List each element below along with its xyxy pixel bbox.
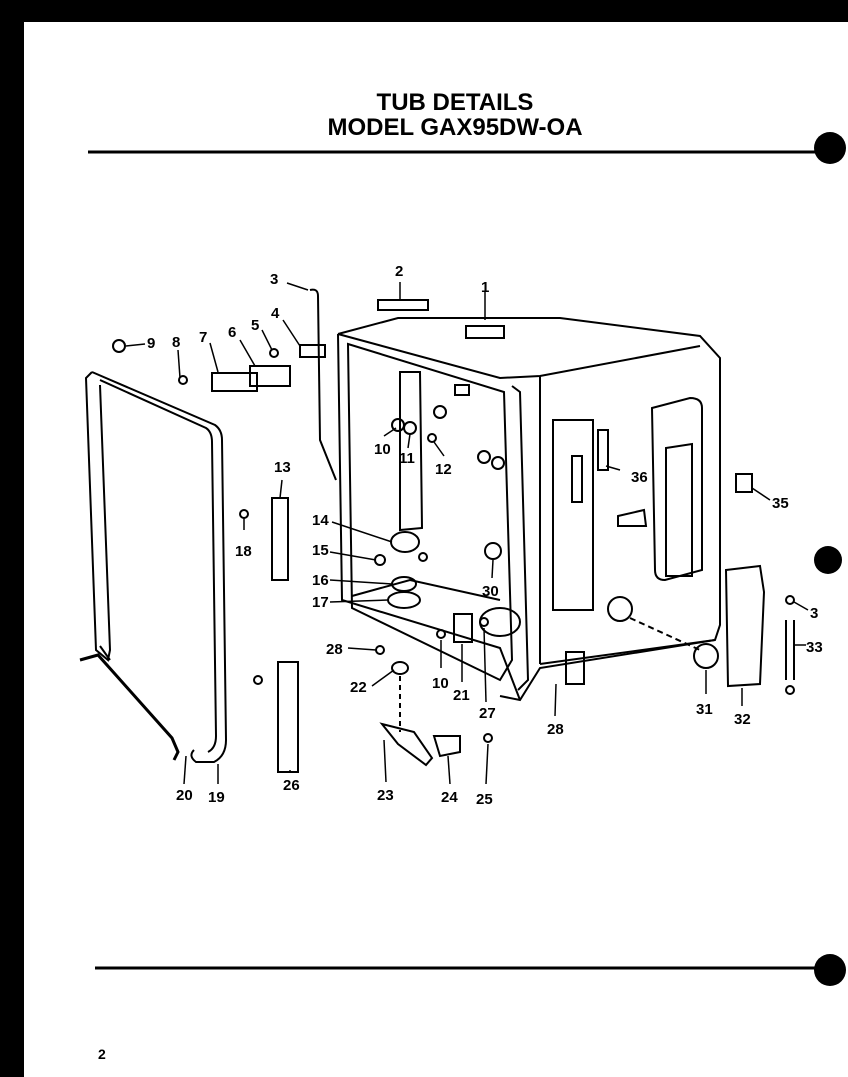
part-label-27: 27 [479,705,496,722]
part-label-25: 25 [476,791,493,808]
part-label-17: 17 [312,594,329,611]
part-label-8: 8 [172,334,180,351]
part-label-21: 21 [453,687,470,704]
binder-hole-top [814,132,846,164]
part-label-5: 5 [251,317,259,334]
part-label-14: 14 [312,512,329,529]
part-label-30: 30 [482,583,499,600]
door-gasket [84,371,228,763]
part-label-12: 12 [435,461,452,478]
part-label-11: 11 [399,450,415,467]
part-label-34: 3 [810,605,818,622]
part-label-35: 35 [772,495,789,512]
part-label-18: 18 [235,543,252,560]
part-label-20: 20 [176,787,193,804]
part-label-19: 19 [208,789,225,806]
part-label-2: 2 [395,263,403,280]
part-labels: 1 2 3 4 5 6 7 8 9 10 11 12 13 14 15 16 1… [147,263,823,808]
binder-hole-bottom [814,954,846,986]
diagram-title: TUB DETAILS [376,89,534,116]
door-rod [79,653,180,761]
part-label-13: 13 [274,459,291,476]
part-label-7: 7 [199,329,207,346]
part-label-32: 32 [734,711,751,728]
part-label-24: 24 [441,789,458,806]
part-label-6: 6 [228,324,236,341]
part-label-22: 22 [350,679,367,696]
part-label-9: 9 [147,335,155,352]
part-label-26: 26 [283,777,300,794]
binder-hole-middle [814,546,842,574]
tub-body [337,317,721,702]
part-label-1: 1 [481,279,489,296]
part-label-10b: 10 [432,675,449,692]
part-label-28a: 28 [326,641,343,658]
hardware-parts [112,288,795,773]
model-title: MODEL GAX95DW-OA [327,114,583,141]
part-label-23: 23 [377,787,394,804]
diagram-sheet [24,22,848,1077]
part-label-10a: 10 [374,441,391,458]
part-label-16: 16 [312,572,329,589]
part-label-31: 31 [696,701,713,718]
part-label-28b: 28 [547,721,564,738]
part-label-36: 36 [631,469,648,486]
leader-lines [125,282,809,785]
page-number: 2 [98,1046,106,1062]
part-label-33: 33 [806,639,823,656]
part-label-15: 15 [312,542,329,559]
part-label-4: 4 [271,305,280,322]
part-label-3: 3 [270,271,278,288]
